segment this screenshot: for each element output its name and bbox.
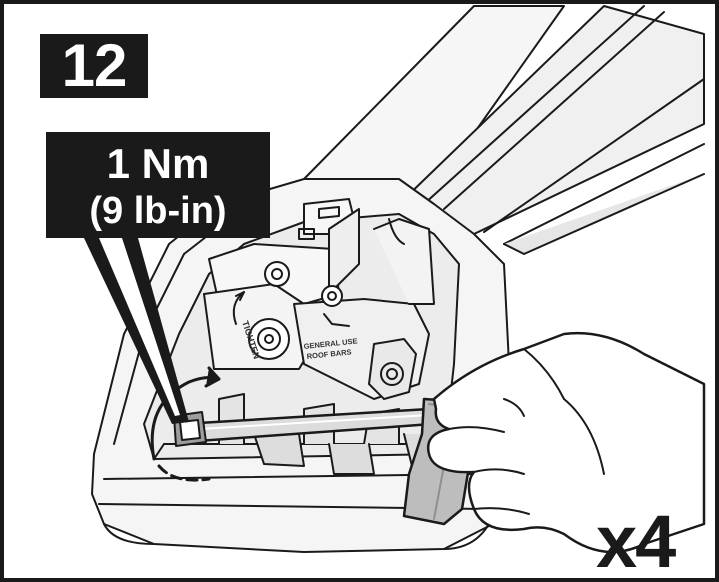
step-number-badge: 12 (40, 34, 148, 98)
torque-callout: 1 Nm (9 lb-in) (46, 132, 270, 238)
assembly-illustration: TIGHTEN GENERAL USE ROOF BARS (84, 5, 706, 554)
clamp-bracket (203, 198, 435, 400)
torque-imperial: (9 lb-in) (89, 190, 227, 232)
rotation-arrow (150, 366, 221, 482)
roof-bar (303, 5, 705, 255)
callout-leader-inner (99, 238, 180, 416)
torque-metric: 1 Nm (106, 140, 210, 187)
quantity-label: x4 (596, 500, 676, 582)
step-number: 12 (61, 32, 128, 99)
hand (426, 331, 706, 554)
